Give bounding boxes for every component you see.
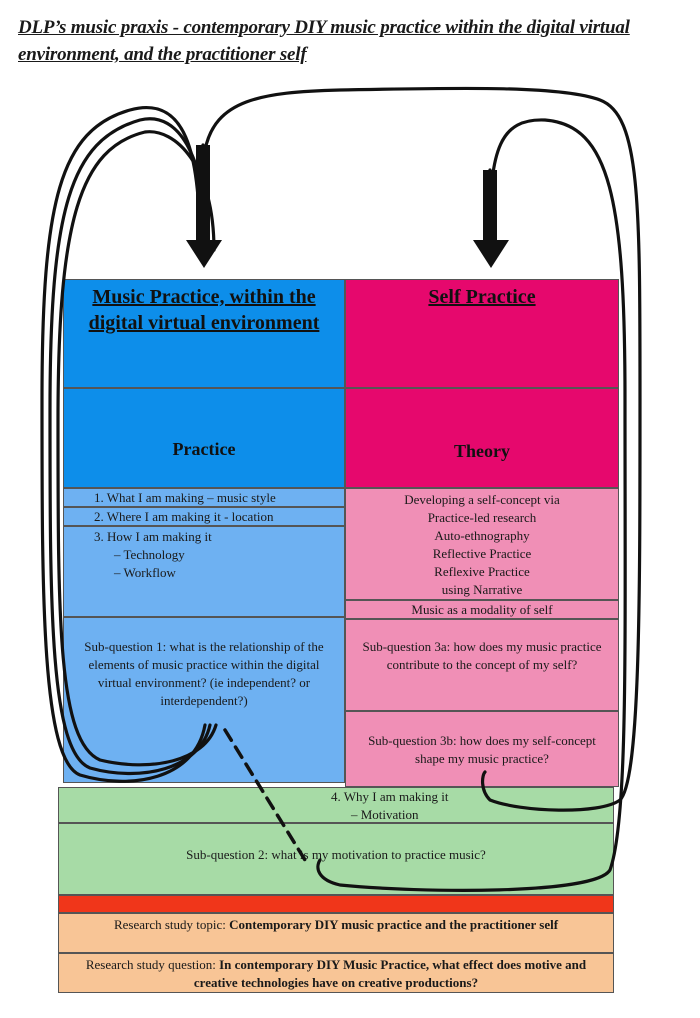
research-topic-cell: Research study topic: Contemporary DIY m… xyxy=(58,913,614,953)
practice-label: Practice xyxy=(172,439,236,459)
self-practice-heading: Self Practice xyxy=(428,286,536,308)
motivation-cell: 4. Why I am making it – Motivation xyxy=(58,787,614,823)
diagram-title: DLP’s music praxis - contemporary DIY mu… xyxy=(18,17,630,65)
subquestion-3a-cell: Sub-question 3a: how does my music pract… xyxy=(345,619,619,711)
music-practice-heading: Music Practice, within the digital virtu… xyxy=(88,286,320,334)
theory-cell: Theory xyxy=(345,388,619,488)
loop-line xyxy=(316,118,627,892)
practice-cell: Practice xyxy=(63,388,345,488)
item-what-cell: 1. What I am making – music style xyxy=(63,488,345,507)
list-item: Reflective Practice xyxy=(432,546,532,561)
list-item: Practice-led research xyxy=(427,510,537,525)
item-where-cell: 2. Where I am making it - location xyxy=(63,507,345,526)
self-practice-header-cell: Self Practice xyxy=(345,279,619,388)
research-question-value: In contemporary DIY Music Practice, what… xyxy=(193,957,587,990)
list-item: using Narrative xyxy=(441,582,523,597)
item-what-text: 1. What I am making – music style xyxy=(94,490,276,505)
subquestion-2-text: Sub-question 2: what is my motivation to… xyxy=(186,847,486,862)
list-item: Developing a self-concept via xyxy=(404,492,560,507)
modality-cell: Music as a modality of self xyxy=(345,600,619,619)
research-question-label: Research study question: xyxy=(85,957,220,972)
arrow-stem-thick xyxy=(483,170,497,245)
subquestion-3a-text: Sub-question 3a: how does my music pract… xyxy=(362,639,602,672)
item-how-cell: 3. How I am making it – Technology – Wor… xyxy=(63,526,345,617)
arrow-stem-thick xyxy=(196,145,210,245)
loop-line xyxy=(48,117,212,776)
modality-text: Music as a modality of self xyxy=(411,602,553,617)
item-workflow-text: – Workflow xyxy=(114,565,176,580)
self-concept-list-cell: Developing a self-concept via Practice-l… xyxy=(345,488,619,600)
dashed-connector xyxy=(223,728,307,862)
subquestion-1-text: Sub-question 1: what is the relationship… xyxy=(84,639,324,708)
item-motivation-text: – Motivation xyxy=(351,807,419,822)
list-item: Reflexive Practice xyxy=(434,564,530,579)
subquestion-3b-cell: Sub-question 3b: how does my self-concep… xyxy=(345,711,619,787)
theory-label: Theory xyxy=(454,441,510,461)
item-where-text: 2. Where I am making it - location xyxy=(94,509,274,524)
red-band xyxy=(58,895,614,913)
loop-line xyxy=(56,130,218,767)
item-why-text: 4. Why I am making it xyxy=(331,789,449,804)
research-topic-value: Contemporary DIY music practice and the … xyxy=(229,917,559,932)
music-practice-header-cell: Music Practice, within the digital virtu… xyxy=(63,279,345,388)
research-question-cell: Research study question: In contemporary… xyxy=(58,953,614,993)
list-item: Auto-ethnography xyxy=(434,528,530,543)
loop-line xyxy=(40,106,207,783)
subquestion-1-cell: Sub-question 1: what is the relationship… xyxy=(63,617,345,783)
item-technology-text: – Technology xyxy=(114,547,185,562)
arrow-down-icon xyxy=(473,240,509,268)
loop-line xyxy=(203,86,642,812)
arrow-down-icon xyxy=(186,240,222,268)
item-how-text: 3. How I am making it xyxy=(94,529,212,544)
research-topic-label: Research study topic: xyxy=(113,917,230,932)
subquestion-3b-text: Sub-question 3b: how does my self-concep… xyxy=(368,733,596,766)
